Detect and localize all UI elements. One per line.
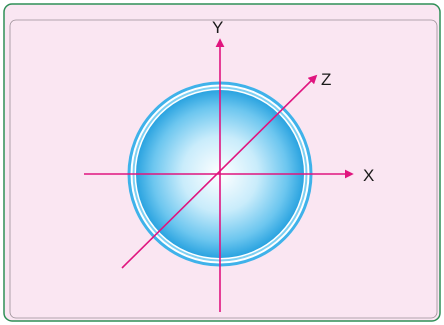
y-axis-label: Y — [212, 18, 223, 37]
x-axis-label: X — [363, 166, 374, 185]
z-axis-label: Z — [321, 70, 331, 89]
